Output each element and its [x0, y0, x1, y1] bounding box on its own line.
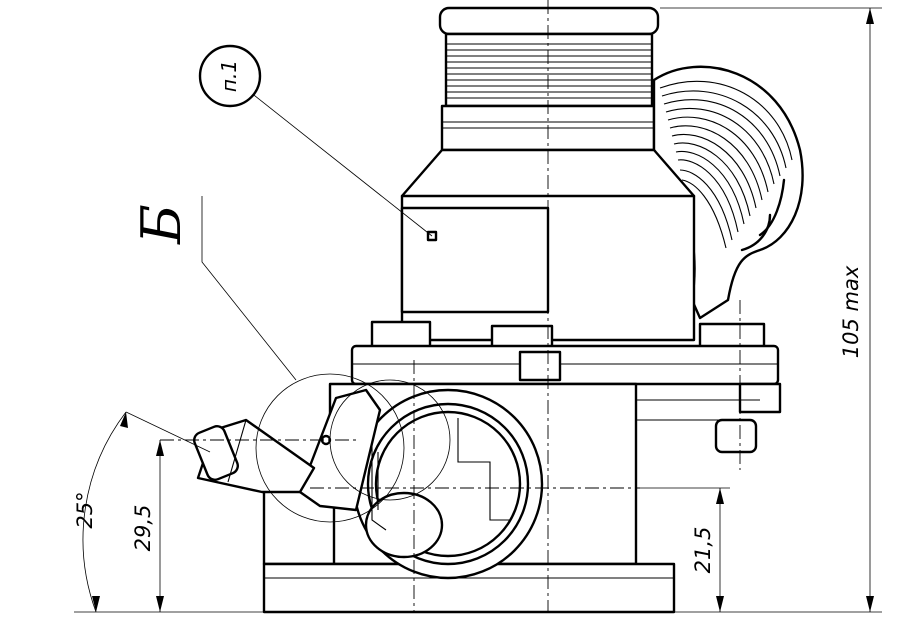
- center-lines: [160, 0, 741, 612]
- top-neck: [438, 6, 660, 152]
- callout-bubble: п.1: [198, 44, 262, 108]
- dimension-height-max: 105 max: [839, 265, 863, 358]
- view-label: Б: [130, 204, 193, 245]
- dimension-outlet-height: 21,5: [691, 527, 715, 574]
- round-port: [352, 388, 544, 580]
- flange: [350, 320, 782, 454]
- angled-fitting: [193, 388, 382, 512]
- callout-leader: [249, 91, 433, 237]
- dimension-lines: [74, 7, 882, 613]
- detail-circle: [255, 373, 405, 523]
- dimension-angle: 25°: [73, 491, 97, 528]
- callout-text: п.1: [217, 60, 241, 92]
- view-leader: [201, 196, 297, 381]
- dimension-pipe-height: 29,5: [131, 505, 155, 552]
